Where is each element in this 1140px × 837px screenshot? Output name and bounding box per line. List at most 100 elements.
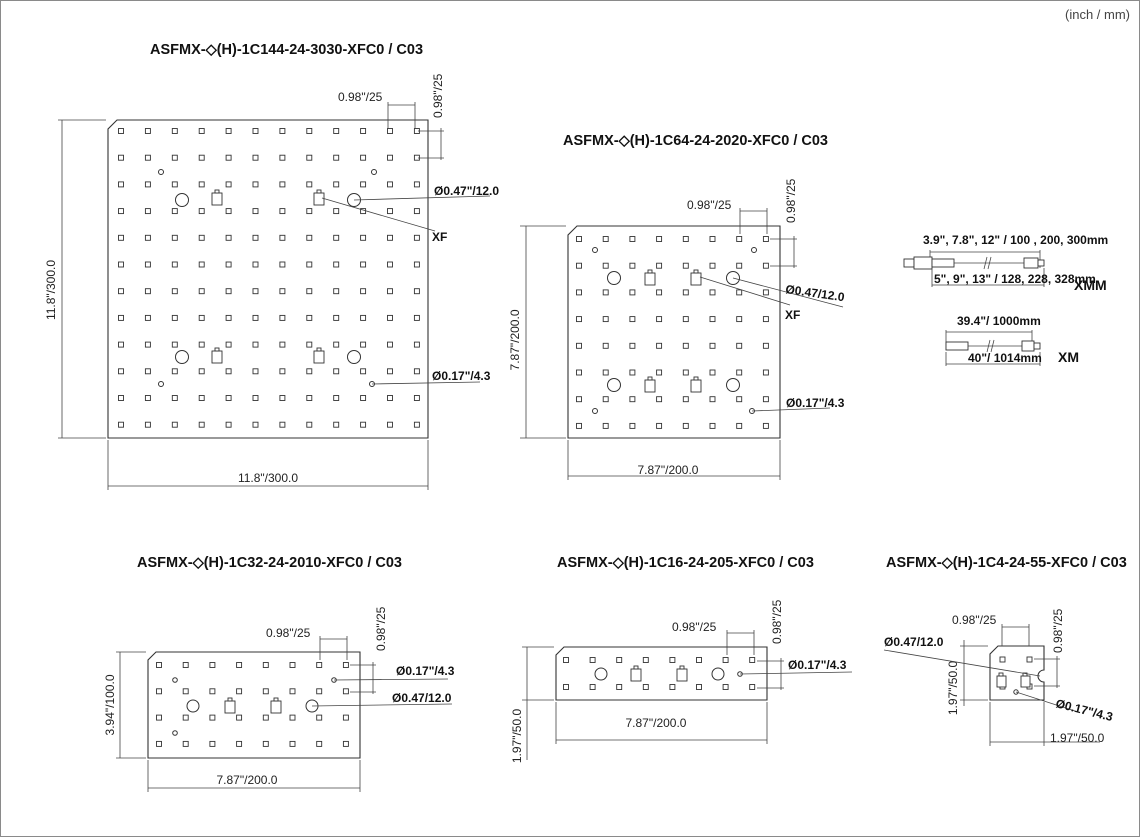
mounting-hole <box>171 395 178 401</box>
mounting-hole <box>342 688 349 695</box>
mounting-hole <box>576 422 582 429</box>
mounting-hole <box>144 154 151 161</box>
mounting-hole <box>156 714 162 721</box>
mounting-hole <box>629 396 636 403</box>
mounting-hole <box>696 684 702 690</box>
mounting-hole <box>289 688 296 695</box>
mounting-hole <box>236 714 243 721</box>
mounting-hole <box>262 714 269 721</box>
mounting-hole <box>198 234 205 241</box>
plate-3-hole-grid <box>156 662 349 747</box>
plate-3-height-label: 3.94"/100.0 <box>103 674 117 735</box>
mounting-hole <box>387 128 393 134</box>
mounting-hole <box>762 236 769 242</box>
plate-2-large-hole <box>607 378 621 392</box>
mounting-hole <box>709 236 716 242</box>
mounting-hole <box>656 262 663 269</box>
plate-3-connector <box>270 697 282 714</box>
mounting-hole <box>306 234 313 241</box>
plate-1c64: ASFMX-◇(H)-1C64-24-2020-XFC0 / C03 7.87"… <box>508 133 846 480</box>
mounting-hole <box>144 288 151 295</box>
plate-2-pin-hole <box>592 247 598 253</box>
mounting-hole <box>387 154 393 161</box>
mounting-hole <box>252 341 259 348</box>
plate-1-large-hole <box>175 193 189 207</box>
mounting-hole <box>682 369 689 376</box>
mounting-hole <box>387 208 393 215</box>
plate-2-connector <box>690 376 702 393</box>
plate-1-hole-grid <box>118 128 420 428</box>
mounting-hole <box>198 368 205 375</box>
mounting-hole <box>118 314 124 321</box>
mounting-hole <box>629 369 636 376</box>
cable-xm-graphic <box>945 339 1041 353</box>
mounting-hole <box>144 341 151 348</box>
mounting-hole <box>709 369 716 376</box>
plate-2-large-hole <box>607 271 621 285</box>
mounting-hole <box>722 657 729 663</box>
mounting-hole <box>171 154 178 161</box>
plate-3-large-hole <box>186 699 200 713</box>
mounting-hole <box>171 128 178 134</box>
mounting-hole <box>413 341 420 348</box>
cable-xmm: 3.9", 7.8", 12" / 100 , 200, 300mm 5", 9… <box>903 233 1108 293</box>
mounting-hole <box>762 422 769 429</box>
mounting-hole <box>360 181 367 188</box>
mounting-hole <box>656 396 663 403</box>
plate-2-pin-hole <box>592 408 598 414</box>
mounting-hole <box>682 262 689 269</box>
cable-xmm-length-top: 3.9", 7.8", 12" / 100 , 200, 300mm <box>923 233 1108 247</box>
mounting-hole <box>252 395 259 401</box>
cable-xmm-graphic <box>903 256 1045 270</box>
mounting-hole <box>198 128 205 134</box>
mounting-hole <box>118 234 124 241</box>
mounting-hole <box>316 688 323 695</box>
mounting-hole <box>289 740 296 747</box>
mounting-hole <box>762 342 769 349</box>
plate-2-connector <box>644 269 656 286</box>
mounting-hole <box>333 288 340 295</box>
mounting-hole <box>342 740 349 747</box>
plate-2-title: ASFMX-◇(H)-1C64-24-2020-XFC0 / C03 <box>563 133 828 149</box>
mounting-hole <box>682 396 689 403</box>
cable-xm-length-top: 39.4"/ 1000mm <box>957 314 1041 328</box>
plate-1-width-label: 11.8"/300.0 <box>238 471 298 485</box>
mounting-hole <box>333 234 340 241</box>
mounting-hole <box>602 262 609 269</box>
mounting-hole <box>342 714 349 721</box>
mounting-hole <box>333 314 340 321</box>
plate-3-pin-hole <box>172 730 178 736</box>
plate-2-connector <box>690 269 702 286</box>
mounting-hole <box>209 714 216 721</box>
plate-3-width-label: 7.87"/200.0 <box>217 773 278 787</box>
plate-2-callout-pin-hole: Ø0.17"/4.3 <box>786 396 845 410</box>
mounting-hole <box>306 154 313 161</box>
mounting-hole <box>306 314 313 321</box>
mounting-hole <box>279 341 286 348</box>
mounting-hole <box>629 422 636 429</box>
mounting-hole <box>682 236 689 242</box>
mounting-hole <box>387 395 393 401</box>
mounting-hole <box>762 262 769 269</box>
mounting-hole <box>306 288 313 295</box>
mounting-hole <box>642 684 649 690</box>
plate-4-pitch-h-label: 0.98"/25 <box>672 620 717 634</box>
mounting-hole <box>225 181 232 188</box>
mounting-hole <box>209 740 216 747</box>
mounting-hole <box>333 128 340 134</box>
plate-1-callout-pin-hole: Ø0.17"/4.3 <box>432 369 491 383</box>
mounting-hole <box>171 314 178 321</box>
mounting-hole <box>252 154 259 161</box>
mounting-hole <box>252 288 259 295</box>
plate-2-hole-grid <box>576 236 769 429</box>
mounting-hole <box>198 288 205 295</box>
mounting-hole <box>682 342 689 349</box>
mounting-hole <box>629 289 636 296</box>
mounting-hole <box>736 396 743 403</box>
mounting-hole <box>236 662 243 668</box>
mounting-hole <box>360 368 367 375</box>
plate-5-connector <box>996 672 1007 688</box>
mounting-hole <box>333 208 340 215</box>
mounting-hole <box>144 395 151 401</box>
mounting-hole <box>144 234 151 241</box>
